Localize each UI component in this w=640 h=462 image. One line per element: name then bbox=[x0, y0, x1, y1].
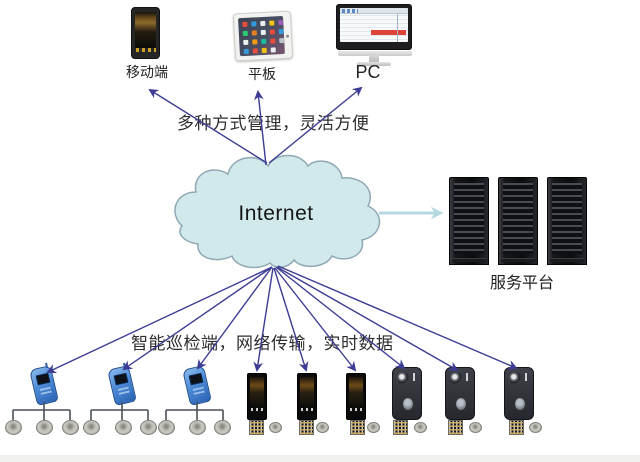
smartphone-screen bbox=[300, 377, 314, 405]
rfid-tag bbox=[5, 420, 22, 435]
handheld-terminal bbox=[445, 367, 475, 420]
reader-keypad bbox=[39, 386, 53, 397]
rfid-tag bbox=[316, 422, 329, 433]
terminal-flash bbox=[466, 373, 468, 381]
tablet-device bbox=[232, 10, 294, 62]
reader-antenna bbox=[45, 362, 49, 369]
terminal-camera-lens bbox=[509, 372, 521, 384]
server-rack-slots bbox=[454, 183, 484, 254]
mobile-screen bbox=[135, 12, 156, 48]
mobile-label: 移动端 bbox=[126, 64, 168, 80]
reader-antenna bbox=[123, 362, 127, 369]
pc-label: PC bbox=[355, 62, 381, 82]
rfid-tag bbox=[529, 422, 542, 433]
rfid-tag bbox=[115, 420, 132, 435]
pc-chin bbox=[338, 51, 412, 56]
reader-keypad bbox=[117, 386, 131, 397]
bottom-caption: 智能巡检端，网络传输，实时数据 bbox=[131, 334, 394, 353]
tablet-camera-icon bbox=[285, 34, 290, 38]
terminal-camera-lens bbox=[397, 372, 409, 384]
tablet-screen bbox=[238, 15, 285, 57]
handheld-terminal bbox=[504, 367, 534, 420]
rfid-tag bbox=[367, 422, 380, 433]
smartphone-screen bbox=[250, 377, 264, 405]
reader-keypad bbox=[192, 386, 206, 397]
smartphone bbox=[297, 373, 317, 420]
internet-label: Internet bbox=[238, 202, 314, 225]
pc-red-bar bbox=[370, 30, 406, 35]
qr-code-tag bbox=[509, 420, 524, 435]
pc-column-divider bbox=[397, 14, 398, 42]
server-rack bbox=[547, 177, 587, 265]
pc-toolbar-buttons bbox=[342, 9, 358, 13]
smartphone-icon-row bbox=[301, 408, 314, 411]
server-rack bbox=[498, 177, 538, 265]
server-rack-foot bbox=[452, 258, 486, 262]
pc-stand bbox=[369, 55, 379, 62]
smartphone bbox=[346, 373, 366, 420]
rfid-tag bbox=[414, 422, 427, 433]
server-rack-slots bbox=[552, 183, 582, 254]
server-label: 服务平台 bbox=[489, 275, 554, 292]
server-rack-slots bbox=[503, 183, 533, 254]
rfid-tag bbox=[269, 422, 282, 433]
rfid-tag bbox=[140, 420, 157, 435]
inspection-reader bbox=[182, 362, 212, 407]
pc-base bbox=[357, 62, 391, 66]
reader-screen bbox=[113, 372, 129, 386]
reader-screen bbox=[188, 372, 204, 386]
terminal-camera-lens bbox=[450, 372, 462, 384]
rfid-tag bbox=[83, 420, 100, 435]
top-caption: 多种方式管理，灵活方便 bbox=[177, 114, 370, 133]
qr-code-tag bbox=[299, 420, 314, 435]
server-rack bbox=[449, 177, 489, 265]
handheld-terminal bbox=[392, 367, 422, 420]
inspection-reader bbox=[29, 362, 59, 407]
qr-code-tag bbox=[350, 420, 365, 435]
reader-antenna bbox=[198, 362, 202, 369]
pc-screen bbox=[336, 4, 412, 56]
reader-screen bbox=[35, 372, 51, 386]
arrow-to-smartphone-1 bbox=[253, 267, 274, 372]
inspection-reader bbox=[107, 362, 137, 407]
qr-code-tag bbox=[393, 420, 408, 435]
smartphone bbox=[247, 373, 267, 420]
smartphone-icon-row bbox=[251, 408, 264, 411]
tablet-label: 平板 bbox=[248, 66, 276, 82]
terminal-fingerprint-sensor bbox=[403, 398, 413, 410]
qr-code-tag bbox=[249, 420, 264, 435]
smartphone-screen bbox=[349, 377, 363, 405]
server-rack-foot bbox=[501, 258, 535, 262]
pc-device bbox=[336, 4, 412, 66]
arrow-to-reader-1 bbox=[46, 266, 273, 374]
rfid-tag bbox=[189, 420, 206, 435]
rfid-tag bbox=[214, 420, 231, 435]
terminal-flash bbox=[413, 373, 415, 381]
arrow-to-smartphone-3 bbox=[274, 267, 357, 372]
terminal-fingerprint-sensor bbox=[456, 398, 466, 410]
pc-screen-content bbox=[340, 8, 408, 42]
mobile-icon-row bbox=[136, 48, 156, 52]
arrow-to-terminal-2 bbox=[276, 266, 459, 371]
mobile-device bbox=[131, 7, 160, 59]
terminal-flash bbox=[525, 373, 527, 381]
rfid-tag bbox=[158, 420, 175, 435]
smartphone-icon-row bbox=[350, 408, 363, 411]
rfid-tag bbox=[62, 420, 79, 435]
floor-strip bbox=[0, 455, 640, 462]
qr-code-tag bbox=[448, 420, 463, 435]
rfid-tag bbox=[469, 422, 482, 433]
pc-toolbar bbox=[340, 8, 408, 14]
server-rack-foot bbox=[550, 258, 584, 262]
terminal-fingerprint-sensor bbox=[515, 398, 525, 410]
rfid-tag bbox=[36, 420, 53, 435]
tablet-app-icons bbox=[242, 21, 248, 28]
arrow-to-smartphone-2 bbox=[273, 267, 309, 372]
